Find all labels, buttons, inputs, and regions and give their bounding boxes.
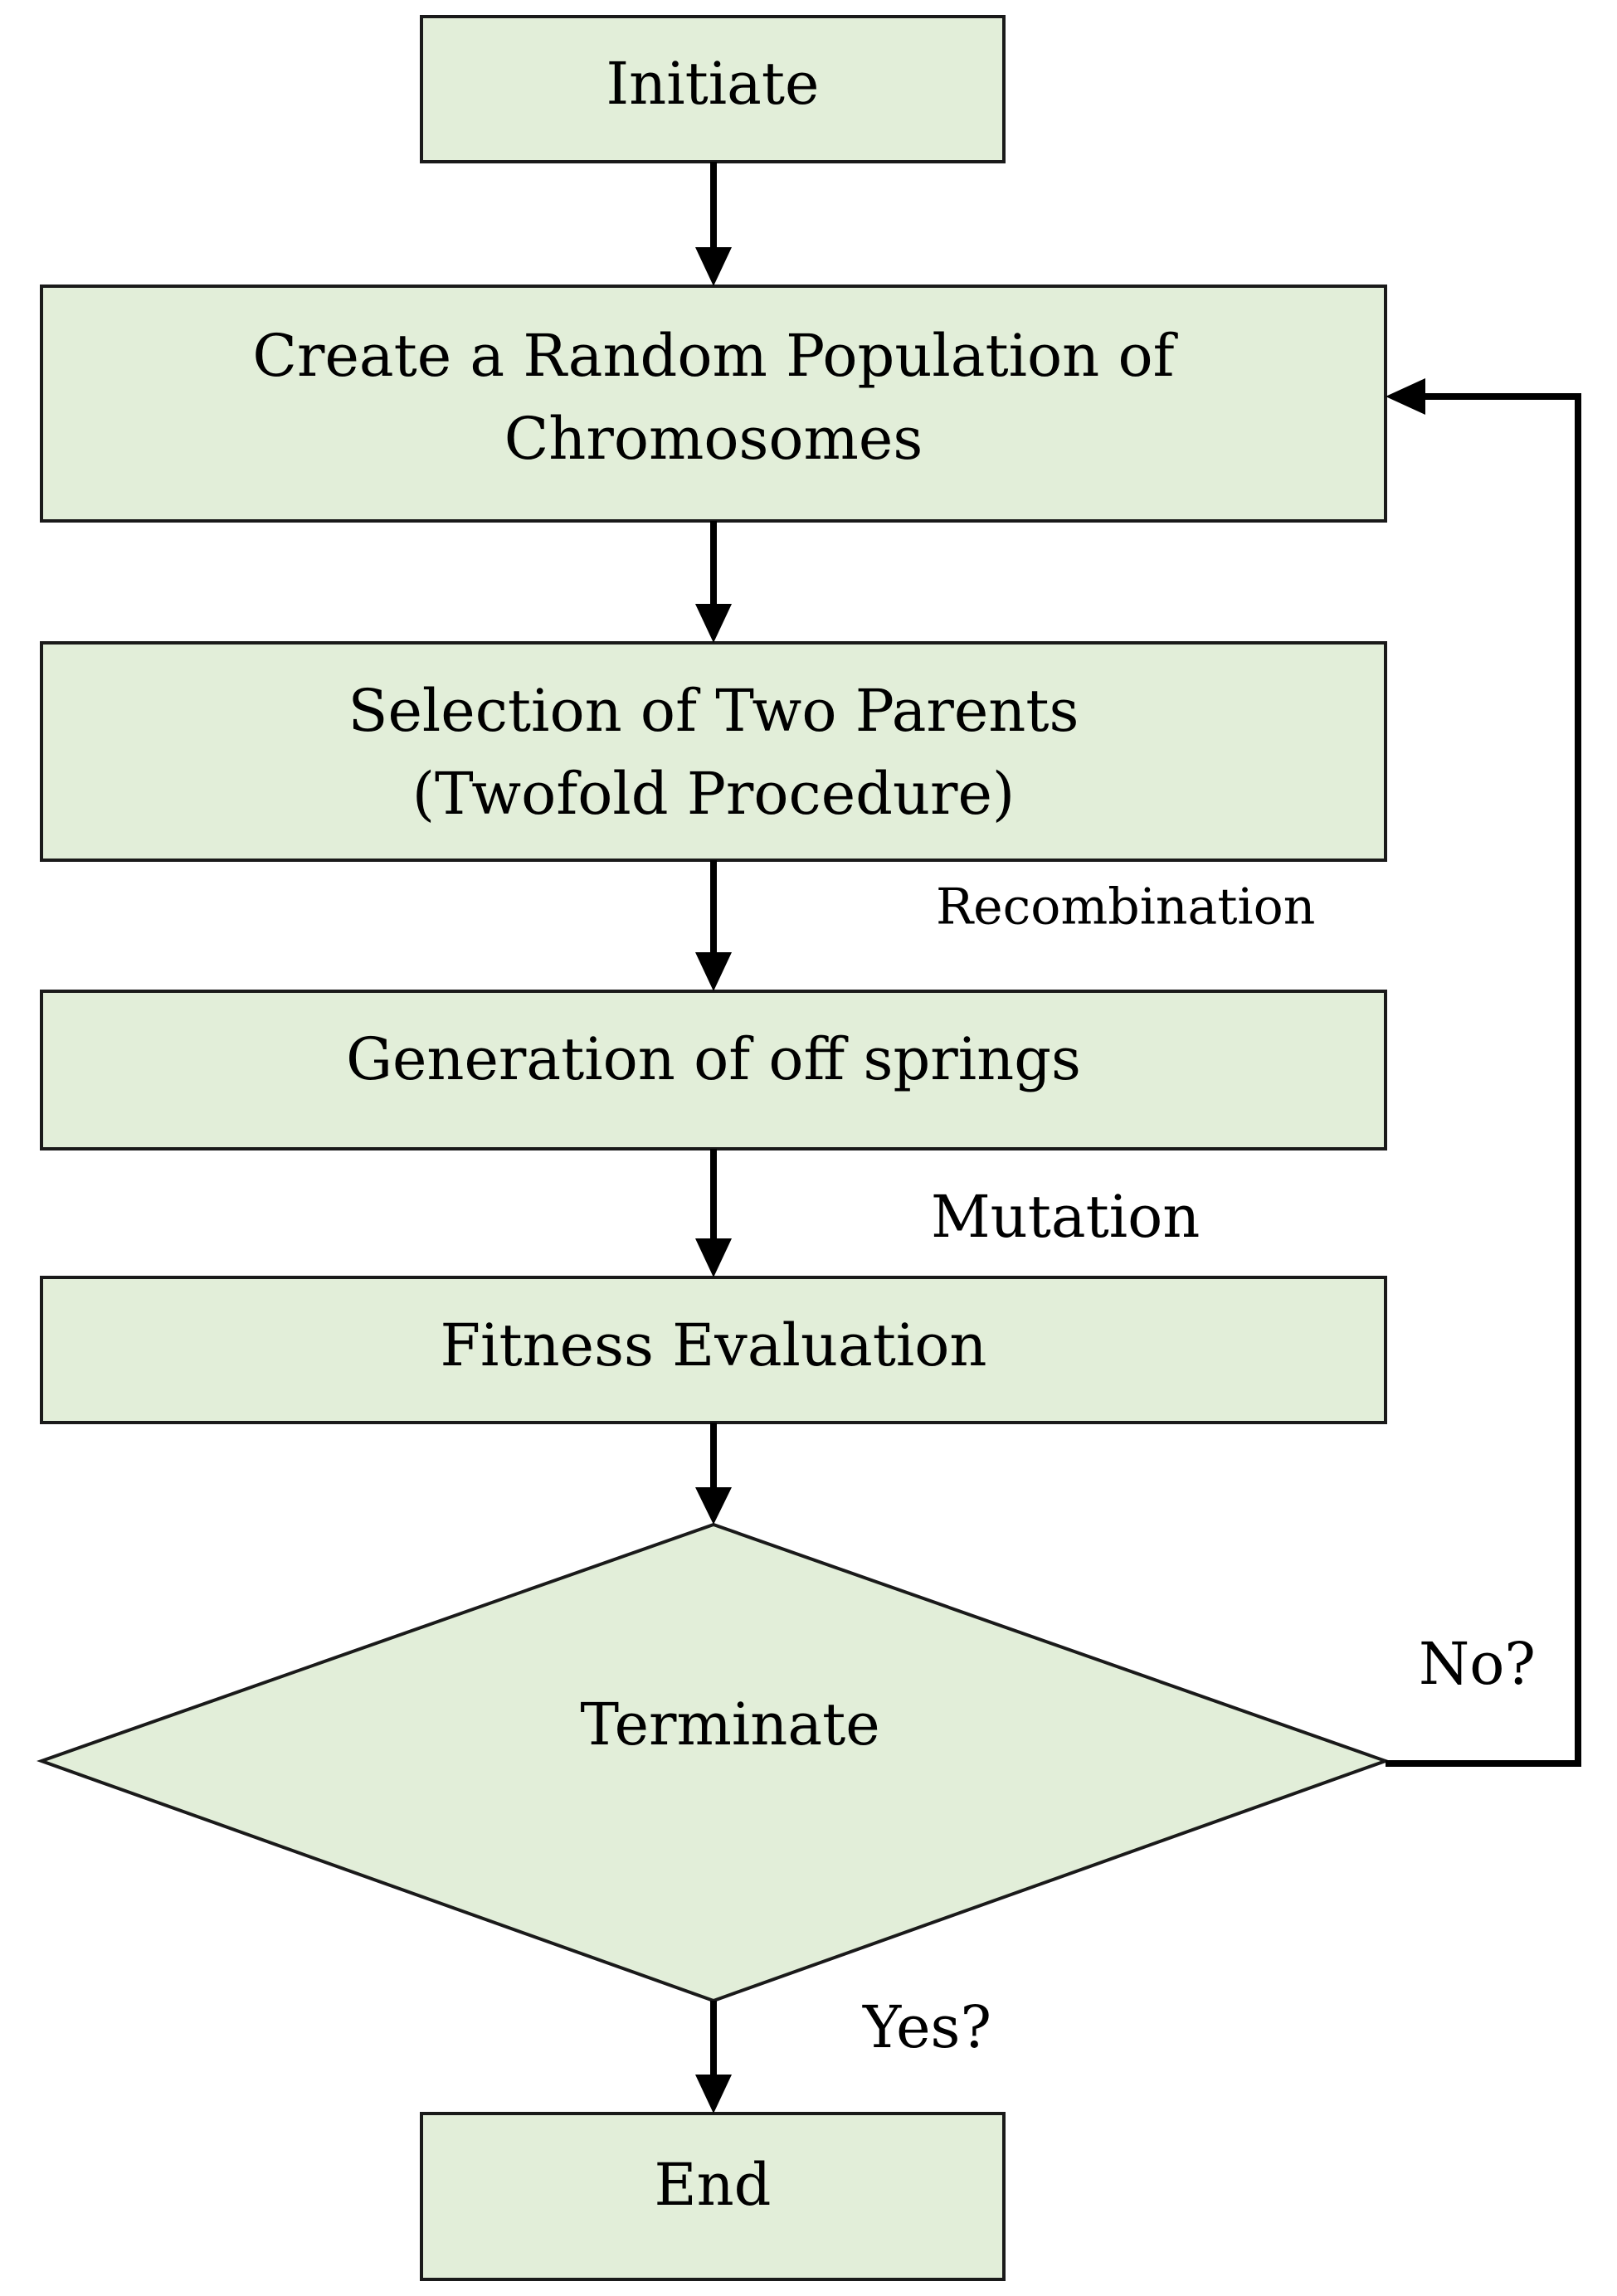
arrow-initiate-to-population — [695, 162, 732, 286]
arrow-population-to-selection — [695, 521, 732, 643]
create-population-label-line2: Chromosomes — [504, 405, 923, 473]
initiate-node: Initiate — [420, 15, 1006, 163]
selection-label-line1: Selection of Two Parents — [348, 677, 1079, 745]
terminate-diamond — [37, 1522, 1391, 2003]
fitness-node: Fitness Evaluation — [40, 1276, 1387, 1424]
recombination-label: Recombination — [936, 878, 1315, 936]
generation-node: Generation of off springs — [40, 990, 1387, 1150]
generation-box — [40, 990, 1387, 1150]
create-population-node: Create a Random Population of Chromosome… — [40, 285, 1387, 523]
mutation-label: Mutation — [931, 1183, 1200, 1251]
no-label: No? — [1419, 1630, 1536, 1698]
initiate-box — [420, 15, 1006, 163]
end-node: End — [420, 2112, 1006, 2281]
arrow-loop-no — [1386, 378, 1581, 1767]
selection-node: Selection of Two Parents (Twofold Proced… — [40, 641, 1387, 862]
initiate-label: Initiate — [606, 50, 820, 118]
terminate-node: Terminate — [37, 1522, 1391, 2003]
create-population-label-line1: Create a Random Population of — [252, 322, 1178, 390]
selection-label-line2: (Twofold Procedure) — [412, 760, 1015, 828]
fitness-box — [40, 1276, 1387, 1424]
end-box — [420, 2112, 1006, 2281]
arrow-selection-to-generation — [695, 860, 732, 991]
arrow-terminate-to-end — [695, 2001, 732, 2114]
yes-label: Yes? — [862, 1993, 991, 2061]
terminate-label: Terminate — [580, 1690, 879, 1758]
arrow-fitness-to-terminate — [695, 1423, 732, 1525]
arrow-generation-to-fitness — [695, 1149, 732, 1277]
fitness-label: Fitness Evaluation — [440, 1311, 986, 1379]
create-population-box — [40, 285, 1387, 523]
end-label: End — [655, 2151, 772, 2219]
generation-label: Generation of off springs — [346, 1025, 1081, 1093]
